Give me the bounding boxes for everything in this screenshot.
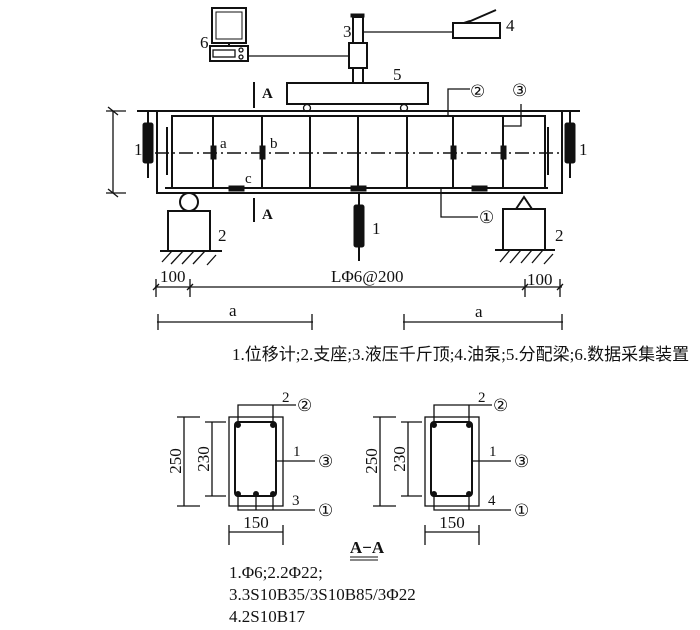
strain-gauge (350, 185, 367, 192)
dim-right-overhang: 100 (527, 270, 553, 289)
label-distribution-beam: 5 (393, 65, 402, 84)
label-jack: 3 (343, 22, 352, 41)
dim-stirrup-spec: LΦ6@200 (331, 267, 403, 286)
dim-shear-span-right: a (475, 302, 483, 321)
gauge-label-b: b (270, 136, 278, 152)
s2-inner-height: 230 (390, 446, 409, 472)
s1-bottom-label: 3 (292, 493, 300, 509)
span-dimension (152, 279, 564, 297)
cross-section-1 (177, 404, 315, 545)
s2-width: 150 (439, 513, 465, 532)
label-lvdt-right: 1 (579, 140, 588, 159)
computer-icon (209, 7, 249, 62)
gauge-label-c: c (245, 171, 252, 187)
s1-inner-height: 230 (194, 446, 213, 472)
gauge-label-a: a (220, 136, 227, 152)
strain-gauge (500, 145, 507, 160)
section-title: A−A (350, 538, 385, 557)
oil-pump (452, 9, 501, 39)
label-lvdt-bottom: 1 (372, 219, 381, 238)
section-mark-bottom: A (262, 207, 273, 223)
s2-circle-stirrup: ③ (514, 452, 529, 471)
label-support-left: 2 (218, 226, 227, 245)
leader-bottom-bar (440, 188, 478, 218)
s1-circle-top: ② (297, 396, 312, 415)
beam-height-dimension (106, 106, 126, 198)
support-left-roller (160, 192, 222, 266)
support-right-pin (495, 195, 555, 265)
note-line-3: 4.2S10B17 (229, 607, 306, 626)
label-pump: 4 (506, 16, 515, 35)
s2-height: 250 (362, 448, 381, 474)
test-beam (137, 110, 580, 194)
legend-caption: 1.位移计;2.支座;3.液压千斤顶;4.油泵;5.分配梁;6.数据采集装置 (232, 345, 689, 364)
s2-circle-bottom: ① (514, 501, 529, 520)
s2-bottom-label: 4 (488, 493, 496, 509)
strain-gauge (450, 145, 457, 160)
lvdt-left (142, 111, 154, 178)
label-data-acquisition: 6 (200, 33, 209, 52)
s1-height: 250 (166, 448, 185, 474)
leader-stirrup (503, 104, 522, 127)
s1-circle-stirrup: ③ (318, 452, 333, 471)
s1-circle-bottom: ① (318, 501, 333, 520)
section-mark-top: A (262, 86, 273, 102)
circle-label-1: ① (479, 208, 494, 227)
hydraulic-jack (348, 13, 368, 84)
s2-stirrup-label: 1 (489, 444, 497, 460)
cross-section-2 (373, 404, 511, 545)
strain-gauge-b (259, 145, 266, 160)
strain-gauge (471, 185, 488, 192)
circle-label-2: ② (470, 82, 485, 101)
s1-width: 150 (243, 513, 269, 532)
dim-left-overhang: 100 (160, 267, 186, 286)
dim-shear-span-left: a (229, 301, 237, 320)
note-line-1: 1.Φ6;2.2Φ22; (229, 563, 323, 582)
label-lvdt-left: 1 (134, 140, 143, 159)
circle-label-3: ③ (512, 81, 527, 100)
leader-top-bar (447, 88, 470, 116)
shear-span-dimensions (157, 314, 563, 330)
s2-top-label: 2 (478, 390, 486, 406)
lvdt-right (564, 111, 576, 178)
label-support-right: 2 (555, 226, 564, 245)
note-line-2: 3.3S10B35/3S10B85/3Φ22 (229, 585, 416, 604)
strain-gauge-a (210, 145, 217, 160)
stirrups (212, 116, 504, 188)
strain-gauge-c (228, 185, 245, 192)
lvdt-bottom (353, 193, 365, 261)
distribution-beam (286, 82, 429, 105)
s1-top-label: 2 (282, 390, 290, 406)
s2-circle-top: ② (493, 396, 508, 415)
s1-stirrup-label: 1 (293, 444, 301, 460)
